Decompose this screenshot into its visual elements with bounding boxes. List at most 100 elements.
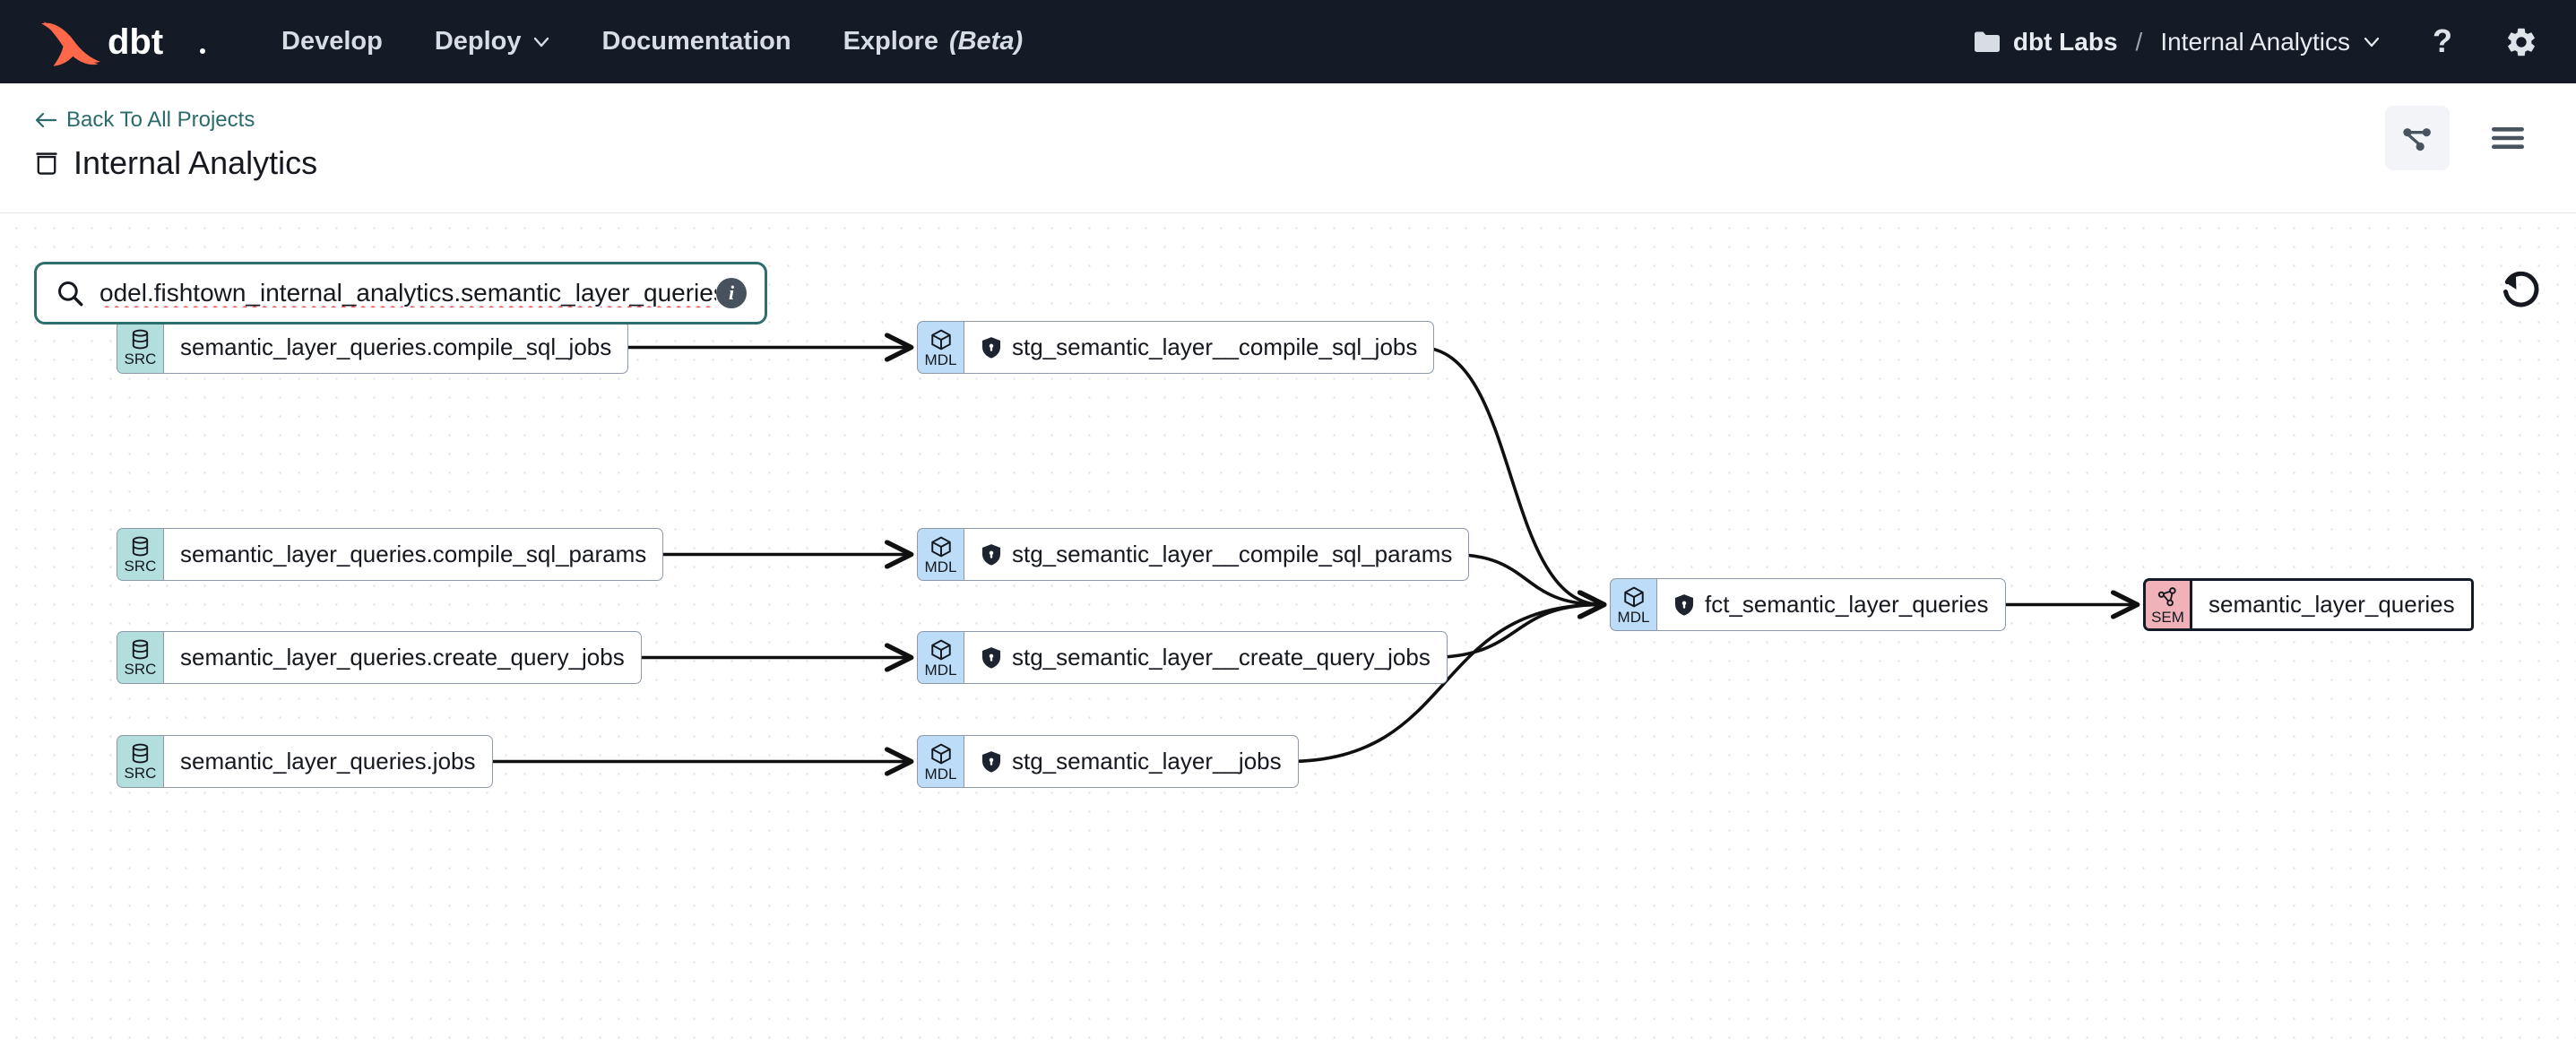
project-selector[interactable]: Internal Analytics: [2160, 28, 2381, 56]
nav-link-explore-label: Explore: [843, 27, 938, 56]
nav-link-develop-label: Develop: [281, 27, 383, 56]
search-input[interactable]: odel.fishtown_internal_analytics.semanti…: [99, 279, 716, 307]
lineage-node-src-jobs[interactable]: SRC semantic_layer_queries.jobs: [117, 735, 493, 788]
node-label: stg_semantic_layer__compile_sql_jobs: [1012, 333, 1418, 360]
cube-icon: [1623, 586, 1644, 607]
lineage-edge: [1450, 552, 1607, 619]
node-body[interactable]: stg_semantic_layer__compile_sql_jobs: [964, 321, 1435, 374]
database-cylinder-icon: [132, 329, 149, 350]
node-body[interactable]: semantic_layer_queries.compile_sql_param…: [163, 528, 664, 581]
node-type-badge-label: SRC: [124, 765, 157, 782]
node-type-badge-sem: SEM: [2143, 578, 2190, 631]
lineage-node-src-compile-sql-jobs[interactable]: SRC semantic_layer_queries.compile_sql_j…: [117, 321, 629, 374]
node-label: semantic_layer_queries.create_query_jobs: [180, 644, 625, 671]
node-body[interactable]: semantic_layer_queries.create_query_jobs: [163, 631, 642, 684]
lineage-node-src-compile-sql-params[interactable]: SRC semantic_layer_queries.compile_sql_p…: [117, 528, 664, 581]
node-type-badge-mdl: MDL: [917, 528, 964, 581]
lineage-node-sem-semantic-layer-queries[interactable]: SEM semantic_layer_queries: [2143, 578, 2474, 631]
node-type-badge-label: SEM: [2151, 608, 2184, 626]
node-type-badge-src: SRC: [117, 528, 163, 581]
cube-icon: [930, 536, 951, 557]
node-body[interactable]: stg_semantic_layer__compile_sql_params: [964, 528, 1470, 581]
search-icon: [58, 281, 83, 307]
node-label: semantic_layer_queries.compile_sql_param…: [180, 541, 647, 567]
top-navigation-bar: dbt Develop Deploy Documentation Explore…: [0, 0, 2576, 83]
lineage-node-mdl-stg-compile-sql-jobs[interactable]: MDL stg_semantic_layer__compile_sql_jobs: [917, 321, 1435, 374]
folder-icon: [1974, 31, 2000, 52]
database-cylinder-icon: [132, 743, 149, 764]
nav-separator: /: [2135, 27, 2143, 56]
chevron-down-icon: [533, 37, 549, 47]
dbt-wordmark-icon: dbt: [108, 22, 205, 62]
lineage-node-mdl-stg-jobs[interactable]: MDL stg_semantic_layer__jobs: [917, 735, 1299, 788]
lineage-graph: SRC semantic_layer_queries.compile_sql_j…: [0, 213, 2576, 1047]
nav-link-develop[interactable]: Develop: [281, 27, 383, 56]
dbt-logo-icon: [41, 21, 100, 66]
back-link-label: Back To All Projects: [66, 108, 255, 132]
node-type-badge-src: SRC: [117, 631, 163, 684]
node-type-badge-label: MDL: [924, 765, 957, 783]
reset-rotate-left-icon: [2503, 271, 2539, 307]
back-to-all-projects-link[interactable]: Back To All Projects: [34, 108, 255, 133]
main-nav-links: Develop Deploy Documentation Explore (Be…: [281, 27, 1023, 56]
node-type-badge-mdl: MDL: [917, 321, 964, 374]
node-body[interactable]: fct_semantic_layer_queries: [1656, 578, 2006, 631]
shield-lock-icon: [981, 543, 1001, 566]
node-label: semantic_layer_queries.jobs: [180, 748, 476, 774]
node-label: stg_semantic_layer__create_query_jobs: [1012, 644, 1431, 671]
project-name-label: Internal Analytics: [2160, 27, 2350, 56]
dbt-logo[interactable]: dbt: [38, 17, 213, 67]
options-menu-button[interactable]: [2476, 106, 2540, 170]
lineage-node-mdl-fct-semantic-layer-queries[interactable]: MDL fct_semantic_layer_queries: [1610, 578, 2006, 631]
node-type-badge-mdl: MDL: [1610, 578, 1656, 631]
nav-link-documentation[interactable]: Documentation: [602, 27, 791, 56]
node-type-badge-src: SRC: [117, 735, 163, 788]
project-sub-header: Back To All Projects Internal Analytics: [0, 83, 2576, 213]
cube-icon: [930, 329, 951, 350]
question-mark-icon: ?: [2433, 24, 2452, 59]
node-label: fct_semantic_layer_queries: [1705, 591, 1989, 618]
info-icon[interactable]: i: [716, 278, 747, 308]
shield-lock-icon: [981, 750, 1001, 773]
chevron-down-icon: [2364, 37, 2380, 47]
top-nav-right-group: dbt Labs / Internal Analytics ?: [1974, 24, 2538, 60]
page-title: Internal Analytics: [34, 144, 317, 182]
semantic-network-icon: [2157, 586, 2176, 606]
nav-link-explore-beta-tag: (Beta): [948, 27, 1024, 56]
lineage-node-mdl-stg-compile-sql-params[interactable]: MDL stg_semantic_layer__compile_sql_para…: [917, 528, 1470, 581]
node-label: semantic_layer_queries: [2209, 591, 2455, 618]
help-button[interactable]: ?: [2427, 24, 2458, 60]
cube-icon: [930, 639, 951, 660]
shield-lock-icon: [981, 336, 1001, 359]
page-title-label: Internal Analytics: [73, 144, 318, 181]
node-type-badge-label: SRC: [124, 558, 157, 575]
node-body[interactable]: semantic_layer_queries.compile_sql_jobs: [163, 321, 629, 374]
node-type-badge-label: MDL: [924, 558, 957, 575]
org-name-label: dbt Labs: [2012, 27, 2118, 56]
nav-link-deploy-label: Deploy: [434, 27, 522, 56]
node-label: stg_semantic_layer__jobs: [1012, 748, 1282, 774]
lineage-node-mdl-stg-create-query-jobs[interactable]: MDL stg_semantic_layer__create_query_job…: [917, 631, 1448, 684]
node-body[interactable]: semantic_layer_queries: [2190, 578, 2474, 631]
lineage-view-toggle-button[interactable]: [2385, 106, 2450, 170]
nav-link-explore[interactable]: Explore (Beta): [843, 27, 1024, 56]
node-body[interactable]: semantic_layer_queries.jobs: [163, 735, 493, 788]
node-label: semantic_layer_queries.compile_sql_jobs: [180, 333, 612, 360]
org-selector[interactable]: dbt Labs: [1974, 28, 2118, 56]
node-body[interactable]: stg_semantic_layer__jobs: [964, 735, 1299, 788]
database-icon: [36, 152, 57, 175]
reset-view-button[interactable]: [2481, 249, 2560, 328]
node-label: stg_semantic_layer__compile_sql_params: [1012, 541, 1453, 567]
settings-button[interactable]: [2504, 25, 2538, 59]
svg-text:dbt: dbt: [108, 22, 163, 62]
node-type-badge-label: SRC: [124, 661, 157, 678]
node-type-badge-mdl: MDL: [917, 735, 964, 788]
arrow-left-icon: [35, 112, 57, 128]
nav-link-deploy[interactable]: Deploy: [435, 27, 550, 56]
node-body[interactable]: stg_semantic_layer__create_query_jobs: [964, 631, 1448, 684]
search-box[interactable]: odel.fishtown_internal_analytics.semanti…: [34, 262, 767, 324]
node-type-badge-mdl: MDL: [917, 631, 964, 684]
gear-icon: [2508, 28, 2535, 56]
node-type-badge-label: MDL: [1617, 608, 1650, 626]
lineage-node-src-create-query-jobs[interactable]: SRC semantic_layer_queries.create_query_…: [117, 631, 642, 684]
